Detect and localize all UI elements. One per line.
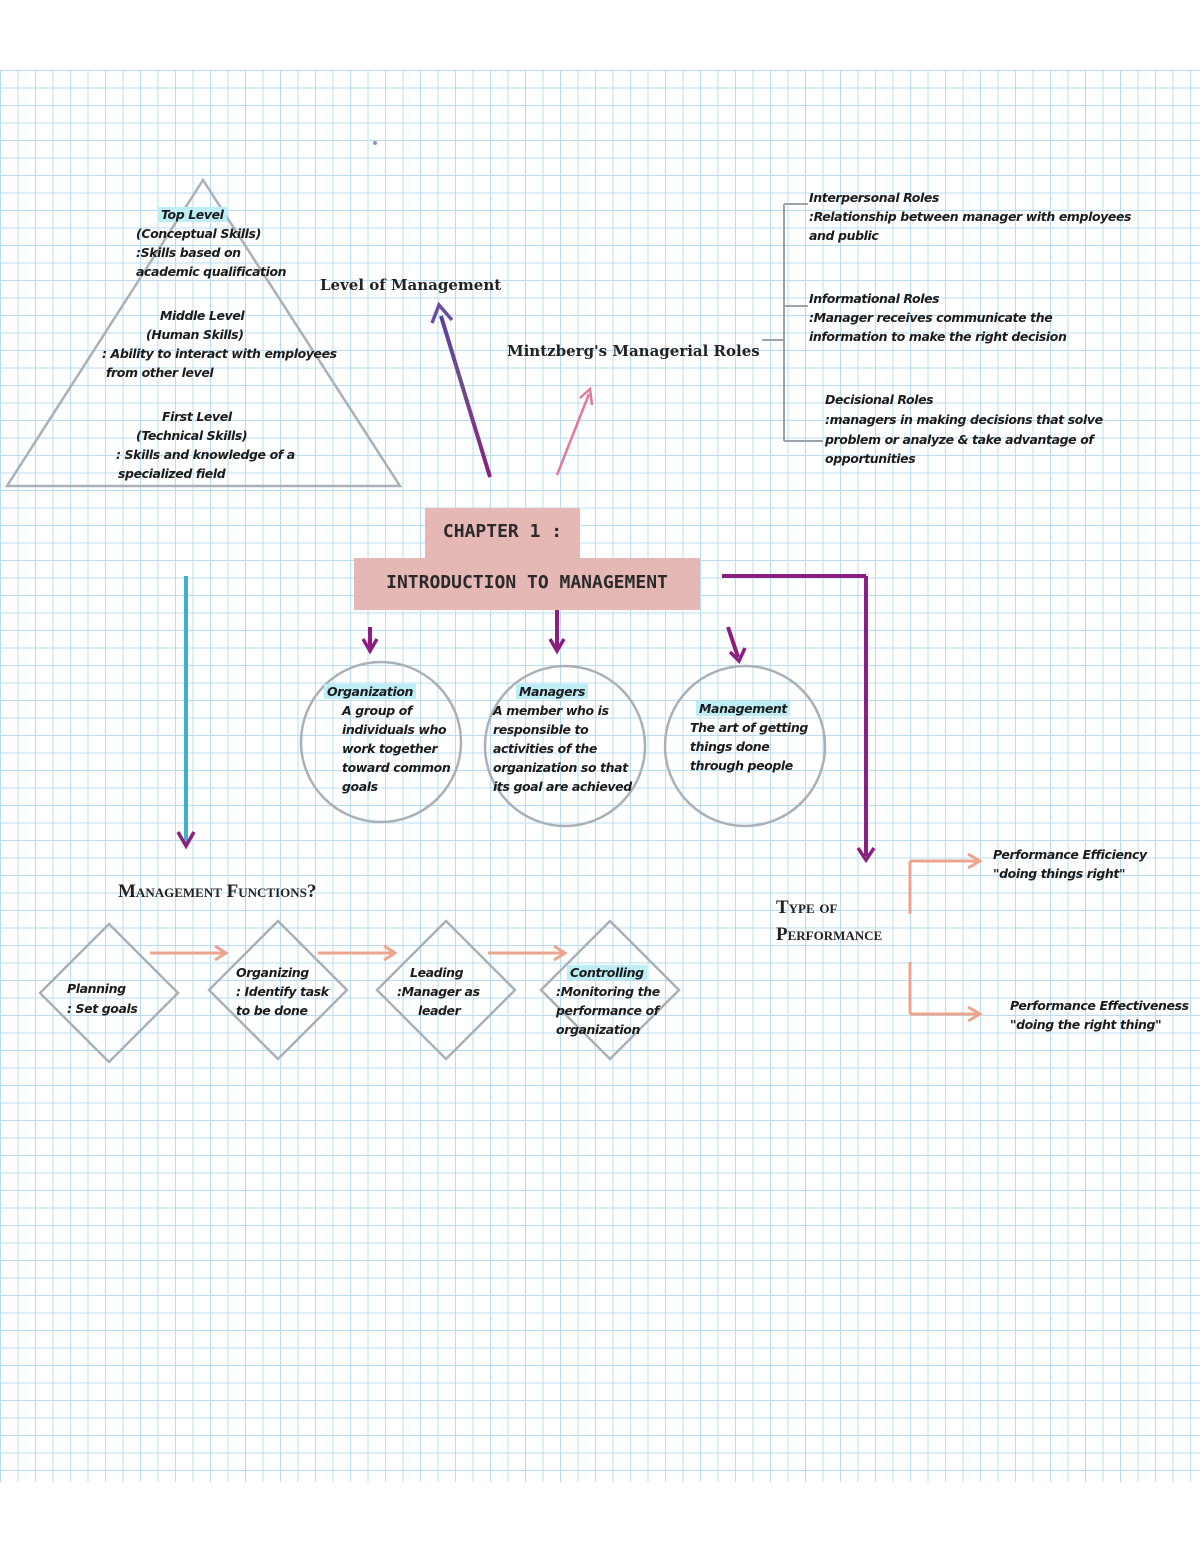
informational-roles-desc-1: :Manager receives communicate the (809, 310, 1053, 325)
management-title: Management (696, 701, 791, 716)
top-level-desc-1: :Skills based on (136, 245, 241, 260)
circle-managers (483, 664, 647, 828)
decisional-roles-title: Decisional Roles (825, 392, 934, 407)
first-level-desc-2: specialized field (118, 466, 226, 481)
chapter-subtitle-box (354, 558, 700, 610)
managers-line-1: A member who is (493, 703, 609, 718)
management-pyramid (4, 177, 403, 488)
organizing-title: Organizing (236, 965, 309, 980)
organizing-desc-1: : Identify task (236, 984, 329, 999)
decisional-roles-desc-1: :managers in making decisions that solve (825, 412, 1103, 427)
diamond-organizing (207, 919, 349, 1061)
stray-dot (373, 141, 377, 145)
interpersonal-roles-desc-1: :Relationship between manager with emplo… (809, 209, 1132, 224)
decisional-roles-desc-2: problem or analyze & take advantage of (825, 432, 1094, 447)
management-functions-label: Management Functions? (118, 881, 317, 902)
interpersonal-roles-desc-2: and public (809, 228, 879, 243)
interpersonal-roles-title: Interpersonal Roles (809, 190, 939, 205)
organization-line-2: individuals who (342, 722, 447, 737)
management-line-1: The art of getting (690, 720, 808, 735)
chapter-title: INTRODUCTION TO MANAGEMENT (386, 572, 668, 593)
organization-line-1: A group of (342, 703, 412, 718)
top-level-title: Top Level (158, 207, 227, 222)
middle-level-desc-1: : Ability to interact with employees (102, 346, 337, 361)
management-line-2: things done (690, 739, 770, 754)
controlling-desc-3: organization (556, 1022, 640, 1037)
level-of-management-label: Level of Management (320, 276, 502, 294)
organization-line-3: work together (342, 741, 438, 756)
type-of-performance-label-2: Performance (776, 924, 883, 945)
leading-title: Leading (410, 965, 464, 980)
type-of-performance-label-1: Type of (776, 897, 838, 918)
mintzberg-label: Mintzberg's Managerial Roles (507, 342, 760, 360)
leading-desc-1: :Manager as (397, 984, 480, 999)
organizing-desc-2: to be done (236, 1003, 308, 1018)
organization-title: Organization (324, 684, 417, 699)
organization-line-5: goals (342, 779, 378, 794)
middle-level-skill: (Human Skills) (146, 327, 244, 342)
leading-desc-2: leader (418, 1003, 461, 1018)
organization-line-4: toward common (342, 760, 451, 775)
chapter-title-box (425, 508, 580, 558)
decisional-roles-desc-3: opportunities (825, 451, 916, 466)
informational-roles-title: Informational Roles (809, 291, 940, 306)
chapter-number: CHAPTER 1 : (442, 521, 563, 542)
managers-line-3: activities of the (493, 741, 597, 756)
performance-efficiency-title: Performance Efficiency (993, 847, 1147, 862)
performance-effectiveness-title: Performance Effectiveness (1010, 998, 1189, 1013)
diamond-leading (375, 919, 517, 1061)
first-level-skill: (Technical Skills) (136, 428, 248, 443)
controlling-desc-2: performance of (556, 1003, 659, 1018)
controlling-desc-1: :Monitoring the (556, 984, 660, 999)
arrow-level-of-management (439, 315, 492, 478)
first-level-title: First Level (162, 409, 232, 424)
planning-title: Planning (67, 981, 126, 996)
top-level-desc-2: academic qualification (136, 264, 287, 279)
diamond-planning (38, 922, 180, 1064)
arrow-mintzberg (555, 393, 591, 476)
managers-line-4: organization so that (493, 760, 628, 775)
planning-desc: : Set goals (67, 1001, 138, 1016)
middle-level-title: Middle Level (160, 308, 245, 323)
graph-paper-background (0, 70, 1200, 1482)
controlling-title: Controlling (567, 965, 647, 980)
middle-level-desc-2: from other level (106, 365, 214, 380)
informational-roles-desc-2: information to make the right decision (809, 329, 1067, 344)
management-line-3: through people (690, 758, 793, 773)
diamond-controlling (539, 919, 681, 1061)
first-level-desc-1: : Skills and knowledge of a (116, 447, 295, 462)
performance-efficiency-quote: "doing things right" (993, 866, 1126, 881)
circle-management (663, 664, 827, 828)
top-level-skill: (Conceptual Skills) (136, 226, 261, 241)
performance-effectiveness-quote: "doing the right thing" (1010, 1017, 1162, 1032)
circle-organization (299, 660, 463, 824)
managers-line-5: its goal are achieved (493, 779, 632, 794)
managers-title: Managers (516, 684, 589, 699)
managers-line-2: responsible to (493, 722, 589, 737)
